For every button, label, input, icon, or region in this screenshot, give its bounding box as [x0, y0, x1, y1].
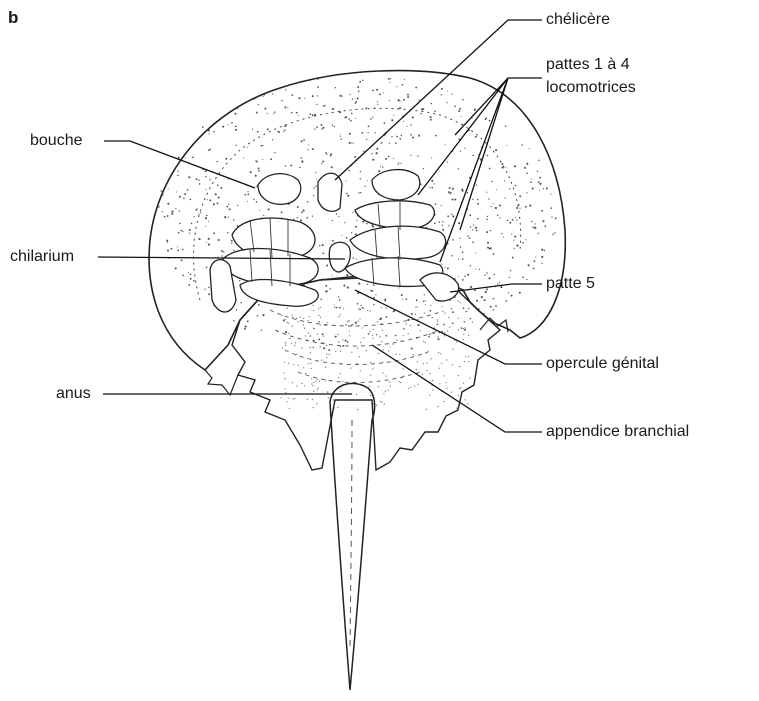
abdomen-arcs [270, 310, 440, 383]
label-pattes-line1: pattes 1 à 4 [546, 56, 630, 74]
abdomen-outline [232, 276, 500, 470]
label-chelicere: chélicère [546, 11, 610, 29]
telson-ridge [350, 420, 352, 650]
label-patte-5: patte 5 [546, 275, 595, 293]
leader-pattes-2 [418, 78, 508, 195]
leader-pattes-4 [440, 78, 508, 262]
telson [330, 383, 375, 690]
label-appendice: appendice branchial [546, 423, 689, 441]
label-pattes-line2: locomotrices [546, 79, 636, 97]
label-chilarium: chilarium [10, 248, 74, 266]
left-spines [205, 370, 238, 395]
leader-pattes-3 [460, 78, 508, 230]
leader-lines [98, 20, 542, 432]
leader-bouche [104, 141, 255, 188]
leader-patte5 [450, 284, 542, 292]
leader-appendice [372, 345, 542, 432]
panel-label: b [8, 8, 18, 28]
label-anus: anus [56, 385, 91, 403]
label-opercule: opercule génital [546, 355, 659, 373]
label-bouche: bouche [30, 132, 83, 150]
